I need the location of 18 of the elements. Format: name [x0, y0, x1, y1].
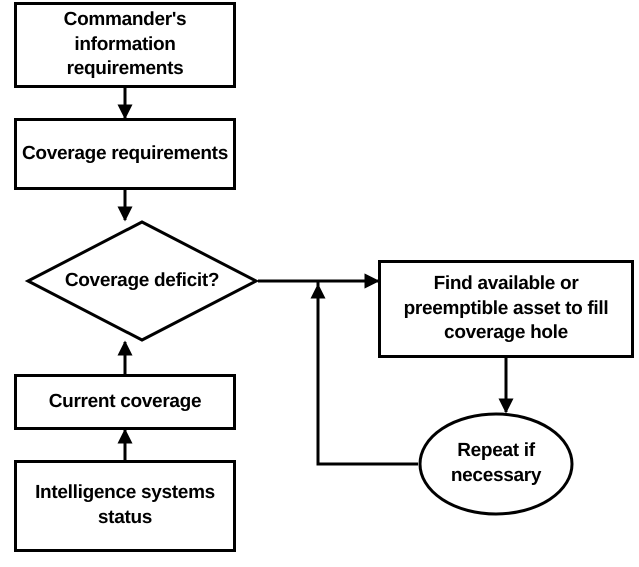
process-box — [14, 2, 236, 88]
node-label: Current coverage — [48, 390, 202, 414]
arrow — [118, 340, 132, 374]
arrow — [310, 274, 418, 466]
process-box — [14, 374, 236, 430]
arrow — [118, 190, 132, 222]
process-box — [378, 260, 634, 358]
arrow — [118, 88, 132, 120]
process-box — [14, 118, 236, 190]
process-box — [14, 460, 236, 552]
node-label: Find available or preemptible asset to fill coverage hole — [402, 272, 610, 346]
arrow — [498, 358, 514, 414]
node-label: Commander's information requirements — [62, 8, 188, 82]
node-label: Repeat if necessary — [450, 439, 542, 488]
node-label: Coverage deficit? — [64, 268, 220, 293]
node-label: Coverage requirements — [21, 142, 229, 166]
node-label: Intelligence systems status — [34, 481, 216, 530]
arrow — [118, 428, 132, 460]
